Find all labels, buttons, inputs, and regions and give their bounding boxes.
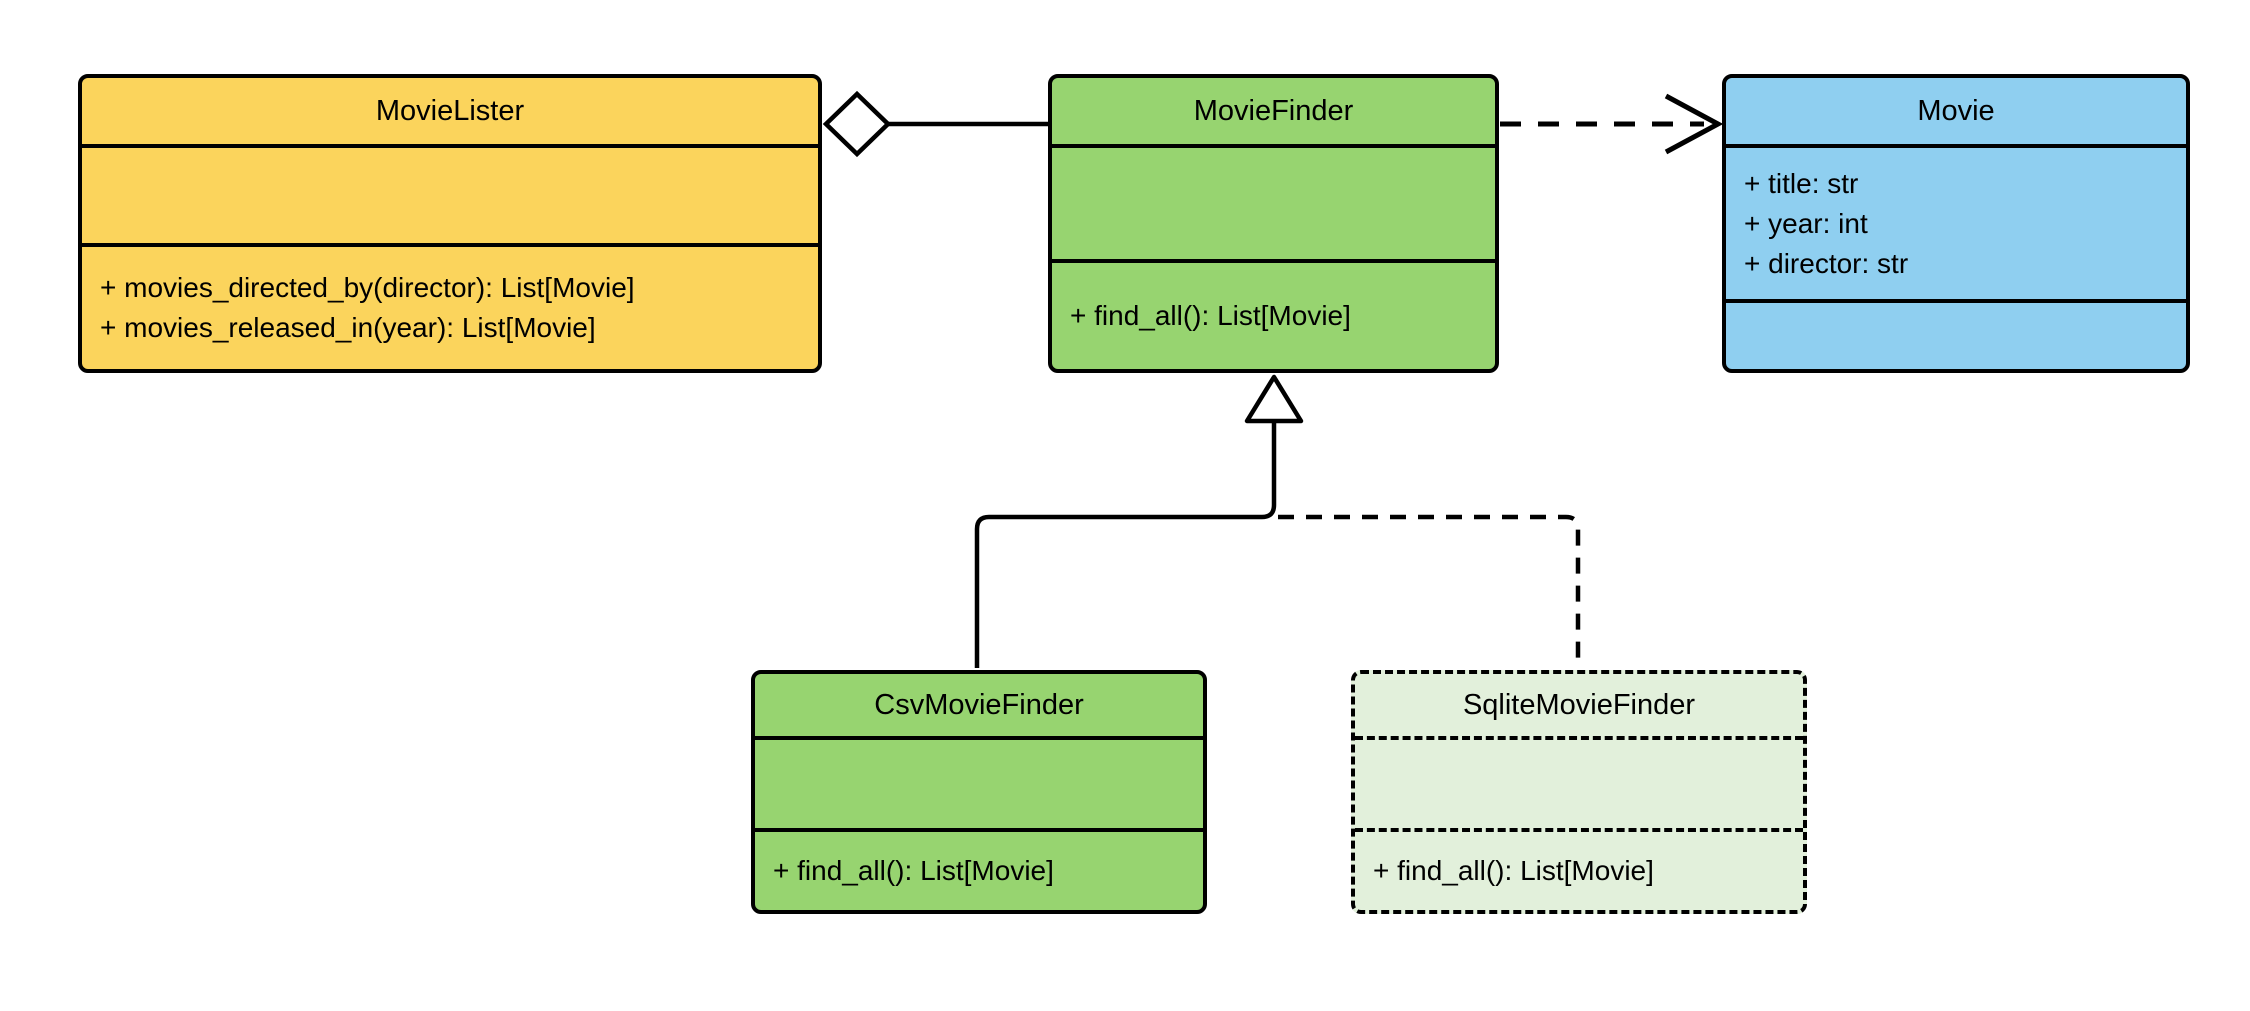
class-title: Movie [1917, 95, 1995, 127]
attributes-section [755, 736, 1203, 828]
class-title: MovieFinder [1193, 95, 1354, 127]
class-title: CsvMovieFinder [874, 689, 1084, 721]
generalization-dashed-connector [1278, 517, 1578, 668]
class-box-movielister: MovieLister + movies_directed_by(directo… [78, 74, 822, 373]
attribute-text: + year: int [1744, 207, 1868, 239]
aggregation-connector [826, 94, 1048, 154]
attributes-section: + title: str + year: int + director: str [1726, 144, 2186, 299]
method-text: + movies_directed_by(director): List[Mov… [100, 272, 635, 303]
attribute-text: + director: str [1744, 247, 1909, 279]
methods-section: + find_all(): List[Movie] [1052, 259, 1495, 369]
class-box-moviefinder: MovieFinder + find_all(): List[Movie] [1048, 74, 1499, 373]
dependency-connector [1500, 96, 1718, 152]
methods-section: + movies_directed_by(director): List[Mov… [82, 243, 818, 369]
class-title: MovieLister [375, 95, 525, 127]
attributes-section [82, 144, 818, 243]
methods-section: + find_all(): List[Movie] [755, 828, 1203, 910]
open-arrow-icon [1666, 96, 1718, 152]
class-box-csvmoviefinder: CsvMovieFinder + find_all(): List[Movie] [751, 670, 1207, 914]
class-box-movie: Movie + title: str + year: int + directo… [1722, 74, 2190, 373]
method-text: + find_all(): List[Movie] [773, 855, 1054, 886]
attribute-text: + title: str [1744, 167, 1859, 199]
method-text: + movies_released_in(year): List[Movie] [100, 312, 596, 343]
class-title: SqliteMovieFinder [1462, 689, 1696, 721]
attributes-section [1052, 144, 1495, 259]
method-text: + find_all(): List[Movie] [1373, 855, 1654, 886]
generalization-solid-connector [977, 377, 1301, 668]
hollow-triangle-icon [1247, 377, 1301, 421]
attributes-section [1355, 736, 1803, 828]
methods-section: + find_all(): List[Movie] [1355, 828, 1803, 910]
class-box-sqlitemoviefinder: SqliteMovieFinder + find_all(): List[Mov… [1351, 670, 1807, 914]
method-text: + find_all(): List[Movie] [1070, 300, 1351, 331]
methods-section [1726, 299, 2186, 369]
hollow-diamond-icon [826, 94, 888, 154]
